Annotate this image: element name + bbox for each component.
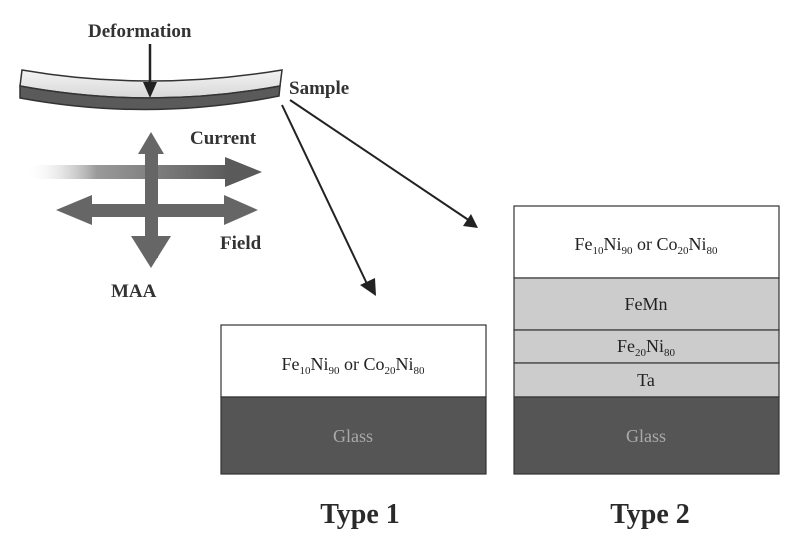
type1-title: Type 1	[320, 499, 400, 530]
type1-stack: Fe10Ni90 or Co20Ni80 Glass	[220, 324, 487, 475]
pointer-arrow-type1	[281, 104, 376, 296]
type2-femn-label: FeMn	[624, 294, 667, 314]
pointer-arrow-type2	[289, 99, 478, 228]
type2-title: Type 2	[610, 499, 690, 530]
type2-top-layer-label: Fe10Ni90 or Co20Ni80	[574, 234, 718, 257]
maa-arrow	[131, 132, 171, 268]
deformation-arrow	[143, 44, 157, 98]
current-arrow	[25, 157, 262, 187]
type1-glass-label: Glass	[333, 426, 373, 446]
current-label: Current	[190, 128, 257, 149]
type2-feni-label: Fe20Ni80	[617, 336, 676, 359]
maa-label: MAA	[111, 281, 157, 302]
type2-stack: Fe10Ni90 or Co20Ni80 FeMn Fe20Ni80 Ta Gl…	[513, 205, 780, 475]
deformation-label: Deformation	[88, 21, 192, 42]
field-label: Field	[220, 233, 262, 254]
sample-label: Sample	[289, 78, 349, 99]
type1-top-layer-label: Fe10Ni90 or Co20Ni80	[281, 354, 425, 377]
type2-ta-label: Ta	[637, 370, 655, 390]
type2-glass-label: Glass	[626, 426, 666, 446]
